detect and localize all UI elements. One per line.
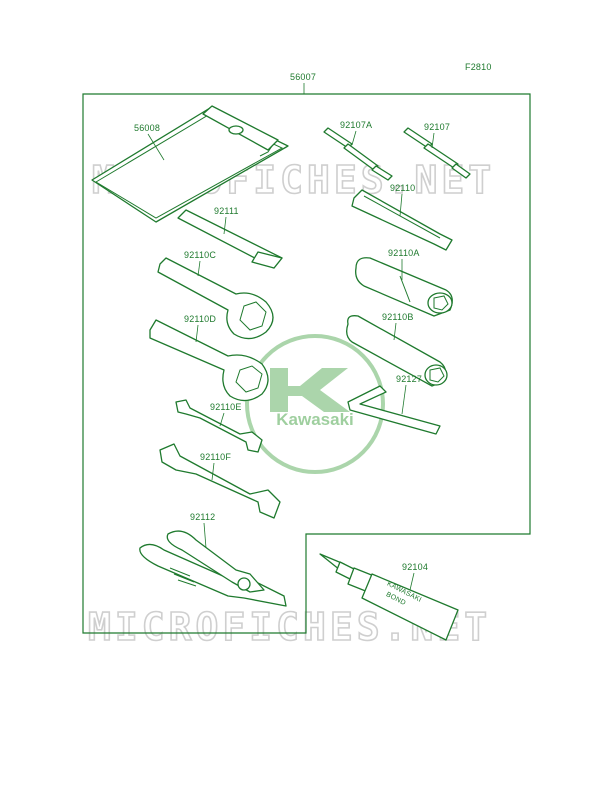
box-wrench-a	[355, 257, 453, 317]
box-wrench-b	[346, 315, 448, 387]
label-screwdriver: 92107	[424, 122, 450, 132]
pliers	[139, 530, 287, 607]
hex-key	[347, 385, 441, 435]
tommy-bar	[177, 209, 283, 269]
bond-tube: KAWASAKI BOND	[319, 553, 459, 641]
label-hex: 92127	[396, 374, 422, 384]
label-wrench-c: 92110C	[184, 250, 216, 260]
label-wrench-f: 92110F	[200, 452, 231, 462]
label-pliers: 92112	[190, 512, 215, 522]
label-screwdriver-a: 92107A	[340, 120, 372, 130]
label-box-b: 92110B	[382, 312, 414, 322]
kit-boundary	[82, 93, 531, 634]
figure-code: F2810	[465, 62, 492, 72]
label-spanner: 92110	[390, 183, 415, 193]
screwdriver	[403, 127, 471, 179]
label-box-a: 92110A	[388, 248, 420, 258]
ring-wrench-c	[157, 257, 274, 340]
ring-wrench-d	[149, 319, 269, 402]
label-pouch: 56008	[134, 123, 160, 133]
kawasaki-logo: Kawasaki	[245, 334, 385, 474]
screwdriver-a	[323, 127, 393, 181]
tool-pouch	[91, 105, 289, 223]
label-wrench-e: 92110E	[210, 402, 242, 412]
spanner	[351, 189, 453, 251]
kawasaki-logo-text: Kawasaki	[276, 410, 354, 429]
label-bond: 92104	[402, 562, 428, 572]
label-kit: 56007	[290, 72, 316, 82]
label-bar: 92111	[214, 206, 239, 216]
open-wrench-e	[175, 399, 263, 453]
open-wrench-f	[159, 443, 281, 519]
label-wrench-d: 92110D	[184, 314, 216, 324]
